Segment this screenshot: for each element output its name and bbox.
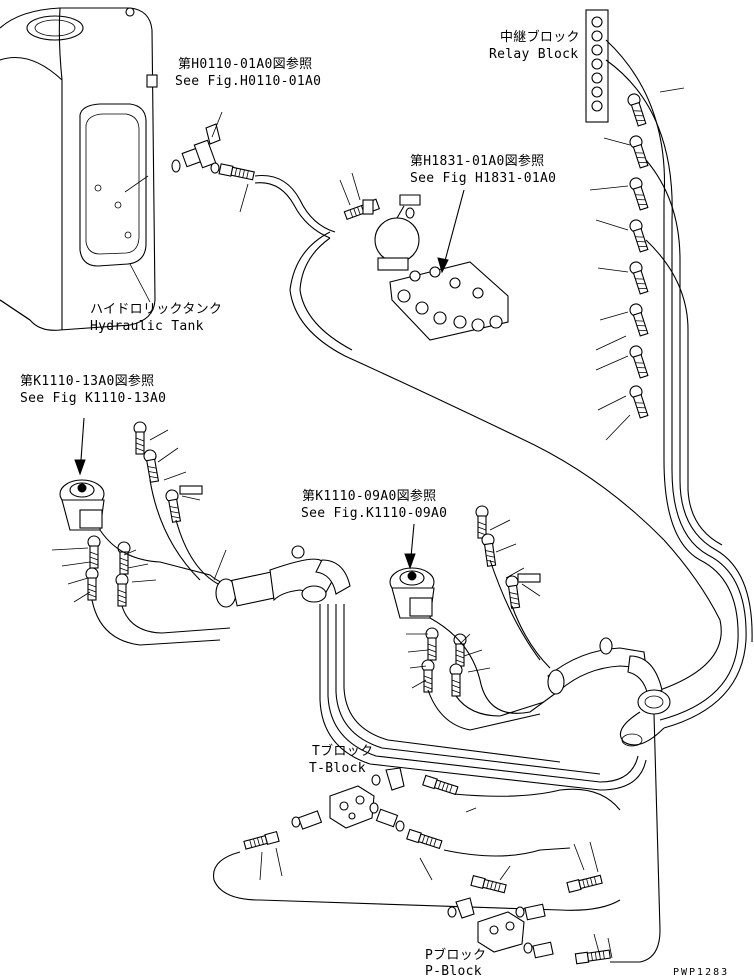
ref-k1110-13-label-en: See Fig K1110-13A0 <box>20 391 167 406</box>
p-block <box>447 897 554 959</box>
suction-elbow <box>215 545 351 608</box>
relay-block-label-jp: 中継ブロック <box>500 30 580 45</box>
p-block-label-jp: Pブロック <box>425 948 487 963</box>
accumulator-valve-assembly <box>343 194 509 341</box>
p-block-label-en: P-Block <box>425 964 482 979</box>
relay-hose-fittings <box>625 91 651 420</box>
drawing-code: PWP1283 <box>673 967 730 978</box>
t-block-label-en: T-Block <box>309 761 366 776</box>
ref-h0110-label-jp: 第H0110-01A0図参照 <box>178 57 313 72</box>
hydraulic-tank-label-jp: ハイドロリックタンク <box>90 302 223 317</box>
relay-block-label-en: Relay Block <box>489 47 579 62</box>
t-block <box>291 767 405 832</box>
t-block-label-jp: Tブロック <box>312 744 374 759</box>
hydraulic-tank-label-en: Hydraulic Tank <box>90 319 204 334</box>
ref-k1110-09-label-en: See Fig.K1110-09A0 <box>301 506 448 521</box>
tank-suction-fitting <box>171 111 255 182</box>
ref-k1110-09-label-jp: 第K1110-09A0図参照 <box>302 489 437 504</box>
ref-k1110-13-label-jp: 第K1110-13A0図参照 <box>20 374 155 389</box>
hydraulic-tank <box>0 7 158 331</box>
ref-h0110-label-en: See Fig.H0110-01A0 <box>175 74 322 89</box>
return-pipe-swivel <box>547 637 671 747</box>
ref-h1831-label-jp: 第H1831-01A0図参照 <box>410 154 545 169</box>
left-pilot-valve <box>59 421 203 607</box>
right-pilot-valve <box>389 505 541 697</box>
relay-block <box>585 9 609 123</box>
ref-h1831-label-en: See Fig H1831-01A0 <box>410 171 557 186</box>
